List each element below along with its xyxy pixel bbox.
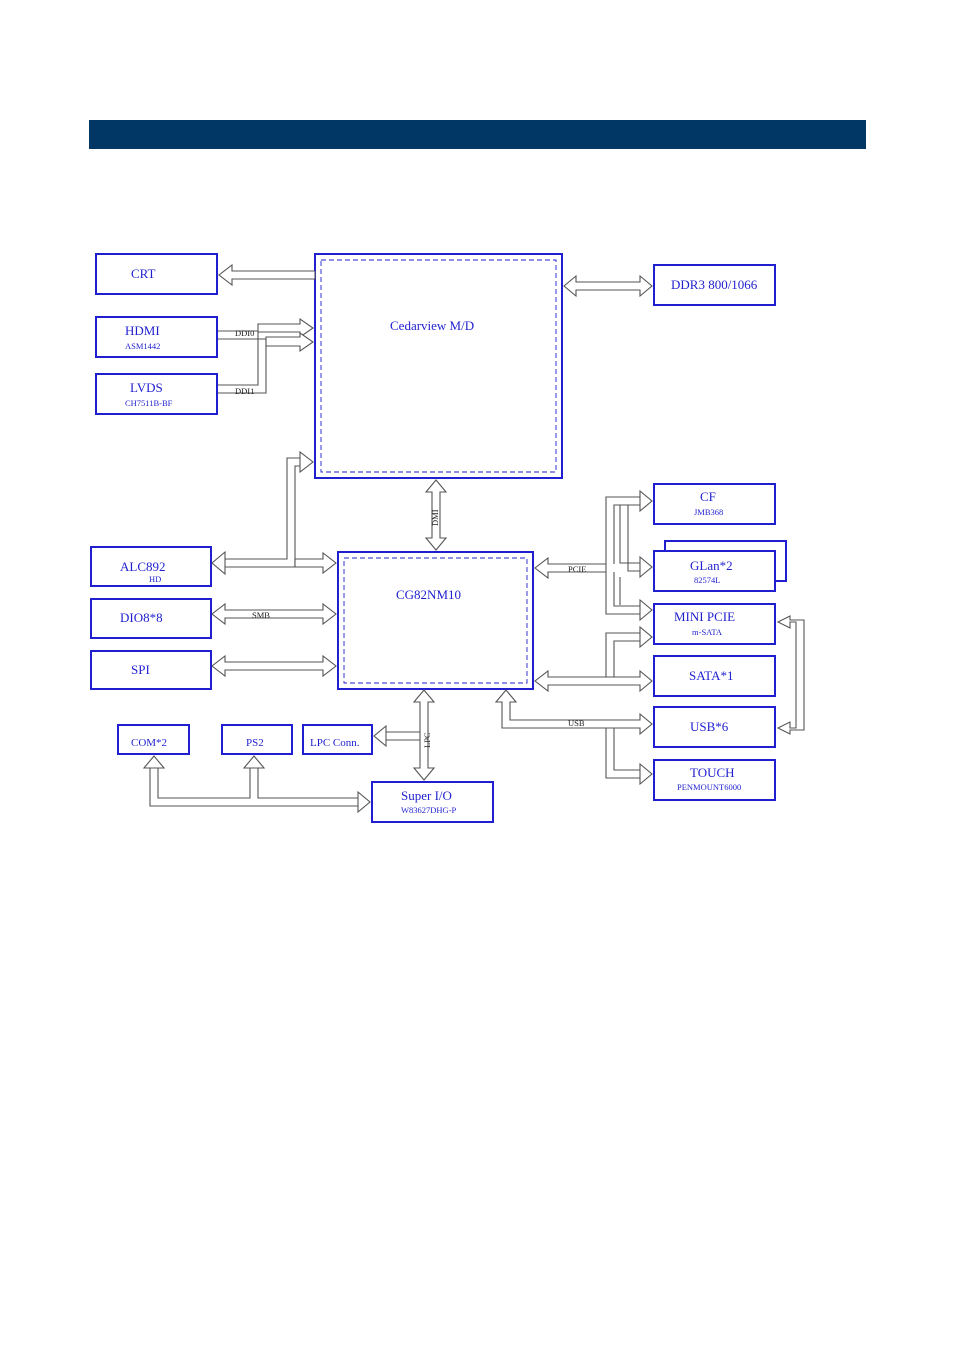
touch-label: TOUCH bbox=[690, 765, 735, 780]
ps2-label: PS2 bbox=[246, 737, 264, 749]
superio-label: Super I/O bbox=[401, 788, 452, 803]
hdmi-sublabel: ASM1442 bbox=[125, 341, 160, 351]
ddr3-label: DDR3 800/1066 bbox=[671, 277, 758, 292]
hdmi-label: HDMI bbox=[125, 323, 160, 338]
sata-connector bbox=[535, 627, 652, 691]
alc892-label: ALC892 bbox=[120, 559, 166, 574]
cf-block: CF JMB368 bbox=[654, 484, 775, 524]
touch-sublabel: PENMOUNT6000 bbox=[677, 782, 741, 792]
minipcie-sublabel: m-SATA bbox=[692, 627, 723, 637]
usb-label: USB bbox=[568, 718, 585, 728]
cf-sublabel: JMB368 bbox=[694, 507, 723, 517]
ddr3-arrow bbox=[564, 276, 652, 296]
alc892-block: ALC892 HD bbox=[91, 547, 211, 586]
spi-arrow bbox=[212, 656, 336, 676]
touch-block: TOUCH PENMOUNT6000 bbox=[654, 760, 775, 800]
glan-label: GLan*2 bbox=[690, 558, 733, 573]
spi-block: SPI bbox=[91, 651, 211, 689]
lpc-conn-connector bbox=[374, 726, 420, 746]
superio-sublabel: W83627DHG-P bbox=[401, 805, 457, 815]
crt-arrow bbox=[219, 265, 315, 285]
glan-sublabel: 82574L bbox=[694, 575, 720, 585]
com-block: COM*2 bbox=[118, 725, 189, 754]
usb-label: USB*6 bbox=[690, 719, 729, 734]
sata-block: SATA*1 bbox=[654, 656, 775, 696]
dio-label: DIO8*8 bbox=[120, 610, 163, 625]
com-ps2-connector bbox=[144, 756, 370, 812]
ddr3-block: DDR3 800/1066 bbox=[654, 265, 775, 305]
crt-block: CRT bbox=[96, 254, 217, 294]
cpu-block: Cedarview M/D bbox=[315, 254, 562, 478]
cpu-label: Cedarview M/D bbox=[390, 318, 474, 333]
lvds-label: LVDS bbox=[130, 380, 163, 395]
ddi-connector bbox=[218, 319, 313, 393]
ddi1-label: DDI1 bbox=[235, 386, 254, 396]
ps2-block: PS2 bbox=[222, 725, 292, 754]
lpc-label: LPC bbox=[422, 732, 432, 748]
lvds-sublabel: CH7511B-BF bbox=[125, 398, 173, 408]
pcie-connector bbox=[535, 491, 652, 620]
sata-label: SATA*1 bbox=[689, 668, 733, 683]
minipcie-label: MINI PCIE bbox=[674, 609, 735, 624]
dio-block: DIO8*8 bbox=[91, 599, 211, 638]
smb-arrow bbox=[212, 604, 336, 624]
lpc-conn-label: LPC Conn. bbox=[310, 737, 360, 749]
cf-label: CF bbox=[700, 489, 716, 504]
superio-block: Super I/O W83627DHG-P bbox=[372, 782, 493, 822]
glan-block: GLan*2 82574L bbox=[654, 541, 786, 591]
spi-label: SPI bbox=[131, 662, 150, 677]
pcie-label: PCIE bbox=[568, 564, 586, 574]
minipcie-usb-loop bbox=[778, 616, 804, 734]
pch-label: CG82NM10 bbox=[396, 587, 461, 602]
alc892-sublabel: HD bbox=[149, 574, 161, 584]
com-label: COM*2 bbox=[131, 737, 167, 749]
lpc-conn-block: LPC Conn. bbox=[303, 725, 372, 754]
usb-block: USB*6 bbox=[654, 707, 775, 747]
pch-block: CG82NM10 bbox=[338, 552, 533, 689]
lvds-block: LVDS CH7511B-BF bbox=[96, 374, 217, 414]
smb-label: SMB bbox=[252, 610, 270, 620]
ddi0-label: DDI0 bbox=[235, 328, 254, 338]
usb-connector bbox=[496, 690, 652, 784]
dmi-label: DMI bbox=[430, 509, 440, 526]
minipcie-block: MINI PCIE m-SATA bbox=[654, 604, 775, 644]
crt-label: CRT bbox=[131, 266, 156, 281]
hdmi-block: HDMI ASM1442 bbox=[96, 317, 217, 357]
